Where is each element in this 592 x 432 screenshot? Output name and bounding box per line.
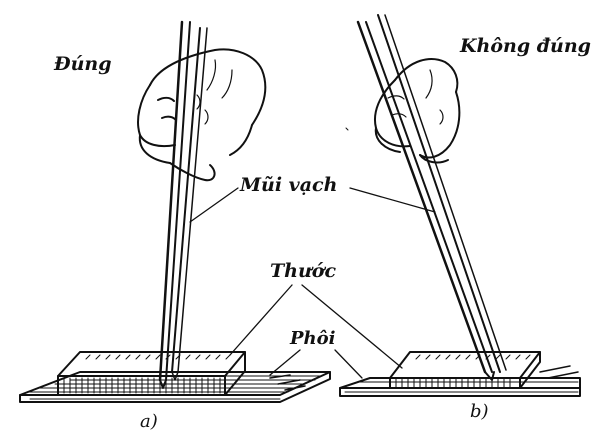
panel-b-workpiece [340,366,580,396]
panel-a-scriber [160,22,207,388]
label-scriber-tip: Mũi vạch [240,176,337,195]
label-workpiece: Phôi [290,330,335,348]
panel-b-ruler [390,352,540,388]
label-correct: Đúng [54,55,112,74]
label-ruler: Thước [270,262,336,281]
panel-b-scriber [358,15,506,380]
label-incorrect: Không đúng [460,37,591,56]
panel-a-ruler [58,352,245,395]
panel-a-hand [138,49,265,180]
label-panel-b: b) [470,403,489,421]
label-panel-a: a) [140,413,158,431]
